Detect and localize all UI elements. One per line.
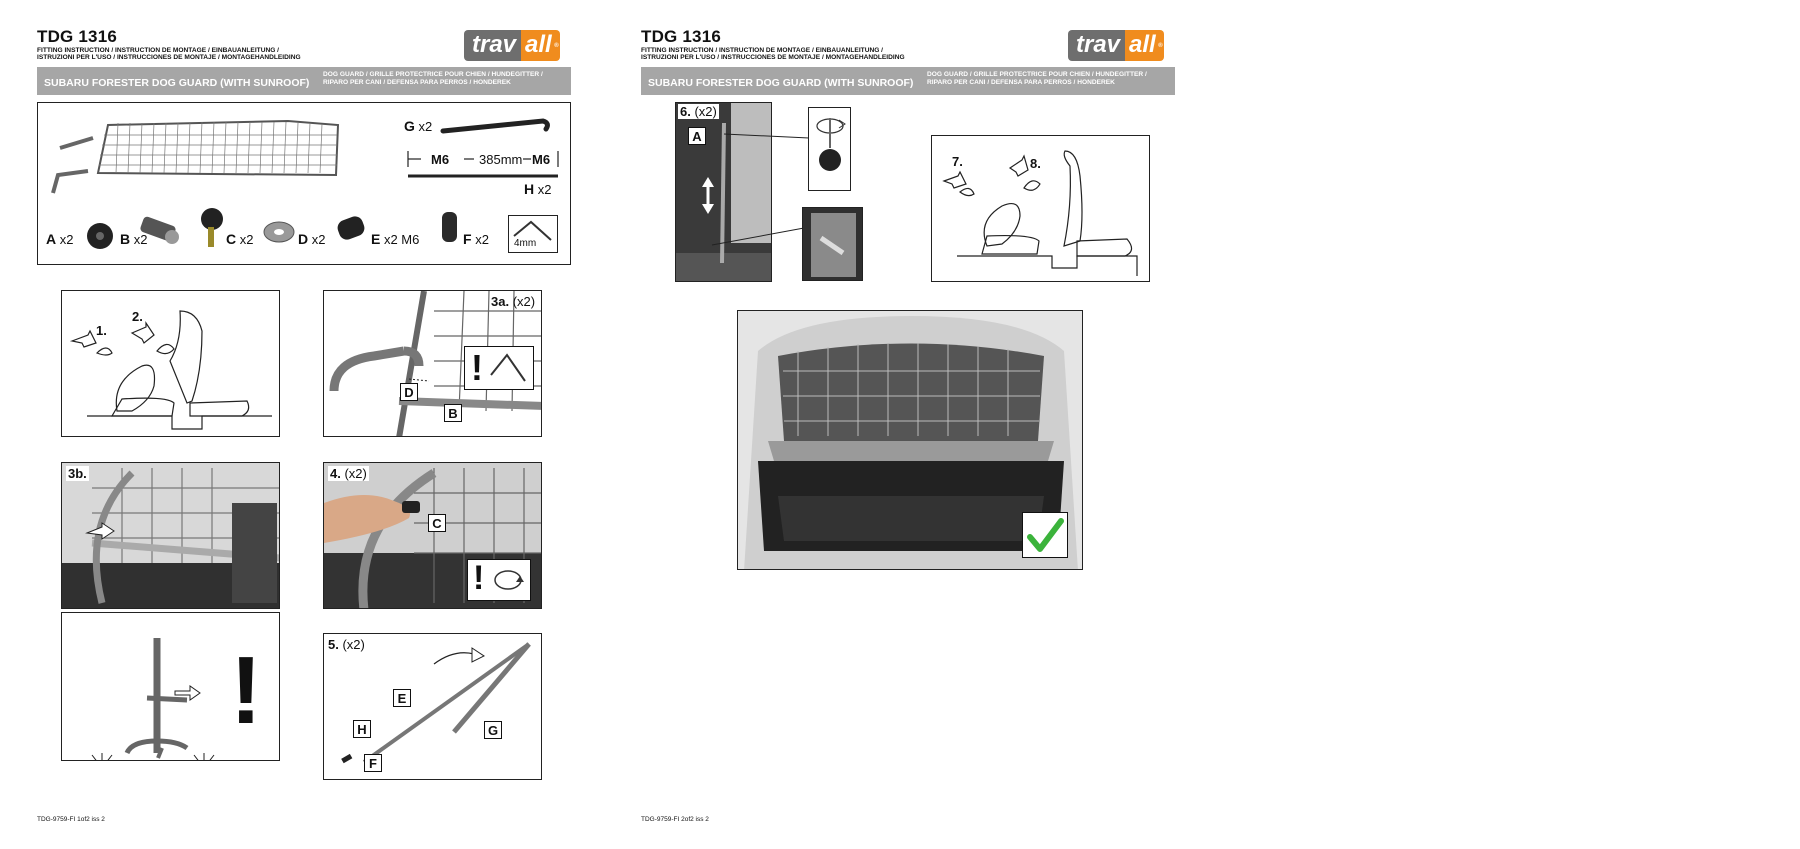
step-1-label: 1. [96,323,107,338]
rotate-knob-icon [494,570,524,590]
page-footer: TDG-9759-FI 2of2 iss 2 [641,816,709,823]
step-3a-label: 3a. (x2) [491,294,536,309]
instruction-page-2: TDG 1316 FITTING INSTRUCTION / INSTRUCTI… [604,0,1204,849]
step-7-label: 7. [952,154,963,169]
product-band: SUBARU FORESTER DOG GUARD (WITH SUNROOF)… [641,67,1175,95]
completed-installation-photo [737,310,1083,570]
step-6-label: 6. (x2) [678,104,719,119]
step-6-panel: 6. (x2) A [675,102,772,282]
warning-allen-key-box: ! [464,346,534,390]
travall-logo: trav all® [1068,30,1173,61]
page-subtitle: FITTING INSTRUCTION / INSTRUCTION DE MON… [641,47,905,62]
product-category: DOG GUARD / GRILLE PROTECTRICE POUR CHIE… [323,71,543,87]
tag-g: G [484,721,502,739]
step-4-panel: 4. (x2) C ! [323,462,542,609]
part-c-label: C x2 [226,231,254,247]
tag-f: F [364,754,382,772]
knob-a-icon [87,223,113,249]
page-title: TDG 1316 [37,27,118,46]
parts-list-box: G x2 M6 385mm M6 H x2 A x2 B x2 C x2 D x… [37,102,571,265]
knob-rotate-icon [816,118,846,171]
tag-h: H [353,720,371,738]
bracket-photo [803,208,862,280]
allen-key-box: 4mm [508,215,558,253]
car-boot-photo [738,311,1082,569]
product-category: DOG GUARD / GRILLE PROTECTRICE POUR CHIE… [927,71,1147,87]
part-g-label: G x2 [404,118,433,134]
tag-d: D [400,383,418,401]
page-title: TDG 1316 [641,27,722,46]
hook-g-icon [440,118,550,134]
tag-e: E [393,689,411,707]
step-3a-panel: 3a. (x2) ! D B [323,290,542,437]
knob-rotate-detail [808,107,851,191]
allen-key-icon [513,220,552,241]
rod-length: 385mm [479,152,523,167]
product-band: SUBARU FORESTER DOG GUARD (WITH SUNROOF)… [37,67,571,95]
rear-seats-return-illustration [942,150,1138,276]
rod-assembly-illustration [341,642,531,764]
rear-seats-fold-illustration [69,310,272,430]
allen-key-icon [490,353,526,382]
pole-caution-panel: ! [61,612,280,761]
step-3b-photo [62,463,279,608]
warning-rotate-box: ! [467,559,531,601]
step-1-2-panel: 1. 2. [61,290,280,437]
callout-lines [711,133,810,246]
tag-a: A [688,127,706,145]
bolt-b-icon [140,216,179,244]
cap-f-icon [442,212,457,242]
part-f-label: F x2 [463,231,489,247]
tag-c: C [428,514,446,532]
warning-icon: ! [230,637,262,744]
instruction-page-1: TDG 1316 FITTING INSTRUCTION / INSTRUCTI… [0,0,600,849]
step-7-8-panel: 7. 8. [931,135,1150,282]
bracket-detail-photo [802,207,863,281]
page-subtitle: FITTING INSTRUCTION / INSTRUCTION DE MON… [37,47,301,62]
step-8-label: 8. [1030,156,1041,171]
step-3b-label: 3b. [66,466,89,481]
part-e-label: E x2 M6 [371,231,420,247]
knob-c-icon [201,208,223,247]
rod-m6-left: M6 [431,152,450,167]
threaded-rod-icon [407,151,559,178]
allen-key-size: 4mm [514,238,537,249]
product-name: SUBARU FORESTER DOG GUARD (WITH SUNROOF) [648,77,914,89]
nut-e-icon [337,216,365,240]
tag-b: B [444,404,462,422]
page-footer: TDG-9759-FI 1of2 iss 2 [37,816,105,823]
product-name: SUBARU FORESTER DOG GUARD (WITH SUNROOF) [44,77,310,89]
step-5-label: 5. (x2) [328,637,365,652]
approved-check-box [1022,512,1068,558]
checkmark-icon [1027,518,1064,552]
step-3b-panel: 3b. [61,462,280,609]
part-b-label: B x2 [120,231,148,247]
step-4-label: 4. (x2) [328,466,369,481]
washer-d-icon [263,221,295,243]
step-2-label: 2. [132,309,143,324]
travall-logo: trav all® [464,30,569,61]
warning-icon: ! [473,559,485,597]
part-h-label: H x2 [524,181,552,197]
step-5-panel: 5. (x2) E H G F [323,633,542,780]
pole-assembly-illustration [91,638,215,760]
warning-icon: ! [471,347,483,388]
part-d-label: D x2 [298,231,326,247]
rod-m6-right: M6 [532,152,551,167]
dog-guard-illustration [51,119,340,194]
part-a-label: A x2 [46,231,74,247]
